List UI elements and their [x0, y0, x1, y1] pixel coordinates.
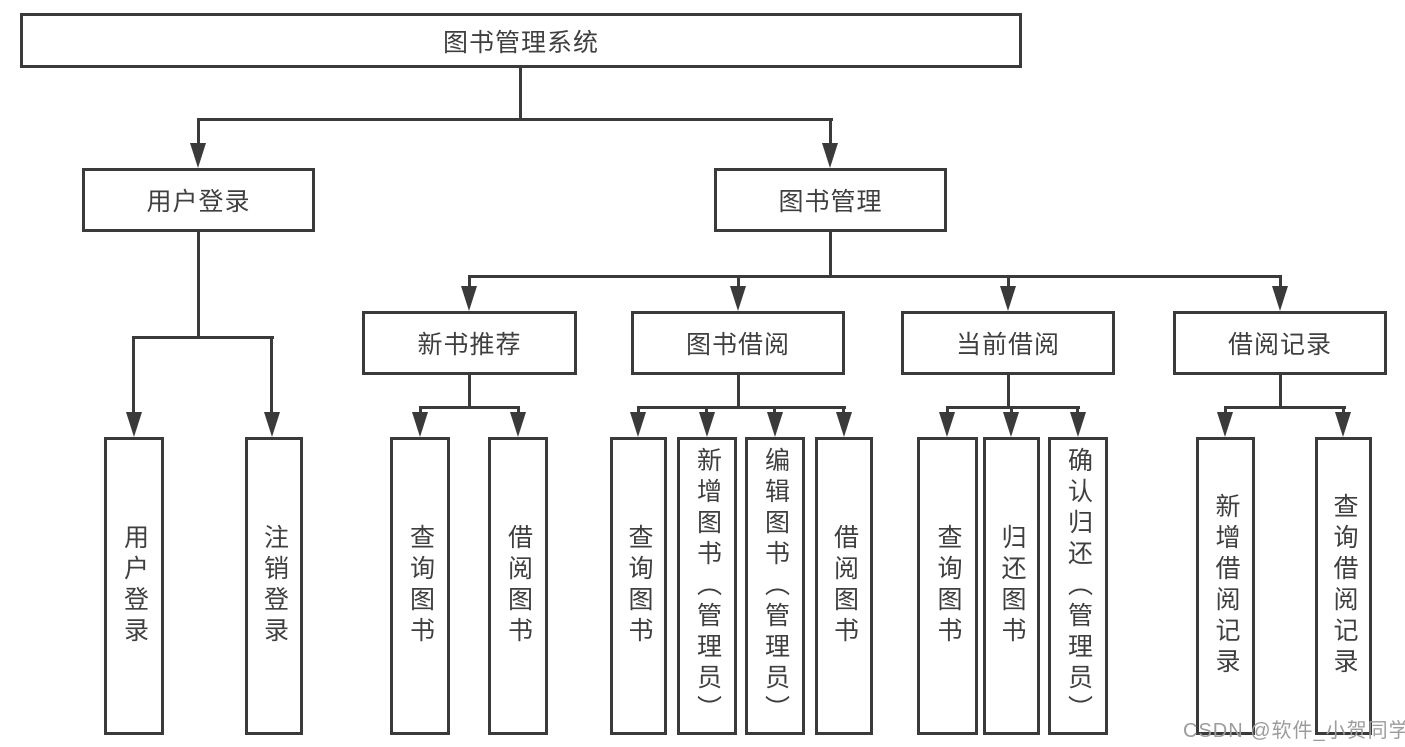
leaf-return-book: 归还图书 — [983, 437, 1040, 735]
arrow-down-icon — [630, 412, 646, 437]
connector-line — [197, 118, 200, 148]
arrow-down-icon — [126, 412, 142, 437]
node-user-login: 用户登录 — [82, 168, 315, 232]
connector-line — [132, 336, 135, 414]
connector-line — [468, 275, 471, 289]
leaf-query-book-current: 查询图书 — [917, 437, 978, 735]
connector-line — [1076, 406, 1079, 416]
connector-line — [1279, 375, 1282, 406]
node-borrow-records: 借阅记录 — [1173, 311, 1387, 375]
node-new-book-recommend: 新书推荐 — [362, 311, 577, 375]
leaf-edit-book-admin: 编辑图书（管理员） — [745, 437, 805, 735]
connector-line — [946, 406, 1080, 409]
arrow-down-icon — [822, 143, 838, 168]
connector-line — [132, 336, 274, 339]
arrow-down-icon — [939, 412, 955, 437]
leaf-borrow-book-recommend: 借阅图书 — [488, 437, 548, 735]
connector-line — [270, 336, 273, 414]
connector-line — [1279, 275, 1282, 289]
leaf-confirm-return-admin: 确认归还（管理员） — [1048, 437, 1108, 735]
connector-line — [1224, 406, 1346, 409]
arrow-down-icon — [264, 412, 280, 437]
connector-line — [1224, 406, 1227, 416]
connector-line — [419, 406, 520, 409]
leaf-borrow-book: 借阅图书 — [815, 437, 873, 735]
node-book-borrow: 图书借阅 — [631, 311, 845, 375]
leaf-query-book-borrow: 查询图书 — [610, 437, 667, 735]
connector-line — [519, 68, 522, 118]
watermark: CSDN @软件_小贺同学 — [1183, 720, 1405, 742]
connector-line — [468, 375, 471, 406]
arrow-down-icon — [699, 412, 715, 437]
connector-line — [829, 232, 832, 275]
connector-line — [946, 406, 949, 416]
leaf-query-book-recommend: 查询图书 — [390, 437, 450, 735]
arrow-down-icon — [510, 412, 526, 437]
arrow-down-icon — [730, 286, 746, 311]
connector-line — [1342, 406, 1345, 416]
leaf-add-borrow-record: 新增借阅记录 — [1196, 437, 1255, 735]
connector-line — [829, 118, 832, 148]
connector-line — [197, 118, 833, 121]
arrow-down-icon — [1070, 412, 1086, 437]
connector-line — [842, 406, 845, 416]
arrow-down-icon — [412, 412, 428, 437]
connector-line — [1010, 406, 1013, 416]
connector-line — [197, 232, 200, 336]
connector-line — [1007, 375, 1010, 406]
leaf-query-borrow-record: 查询借阅记录 — [1315, 437, 1372, 735]
arrow-down-icon — [836, 412, 852, 437]
arrow-down-icon — [1217, 412, 1233, 437]
connector-line — [419, 406, 422, 416]
node-book-management: 图书管理 — [714, 168, 947, 232]
arrow-down-icon — [1335, 412, 1351, 437]
arrow-down-icon — [1003, 412, 1019, 437]
connector-line — [773, 406, 776, 416]
connector-line — [737, 375, 740, 406]
connector-line — [737, 275, 740, 289]
node-current-borrow: 当前借阅 — [901, 311, 1115, 375]
arrow-down-icon — [461, 286, 477, 311]
leaf-user-login: 用户登录 — [104, 437, 164, 735]
leaf-add-book-admin: 新增图书（管理员） — [677, 437, 737, 735]
arrow-down-icon — [1272, 286, 1288, 311]
leaf-logout: 注销登录 — [245, 437, 303, 735]
connector-line — [705, 406, 708, 416]
connector-line — [468, 275, 1282, 278]
connector-line — [517, 406, 520, 416]
arrow-down-icon — [767, 412, 783, 437]
connector-line — [637, 406, 846, 409]
arrow-down-icon — [190, 143, 206, 168]
connector-line — [1007, 275, 1010, 289]
arrow-down-icon — [1000, 286, 1016, 311]
node-root: 图书管理系统 — [20, 13, 1022, 68]
connector-line — [637, 406, 640, 416]
